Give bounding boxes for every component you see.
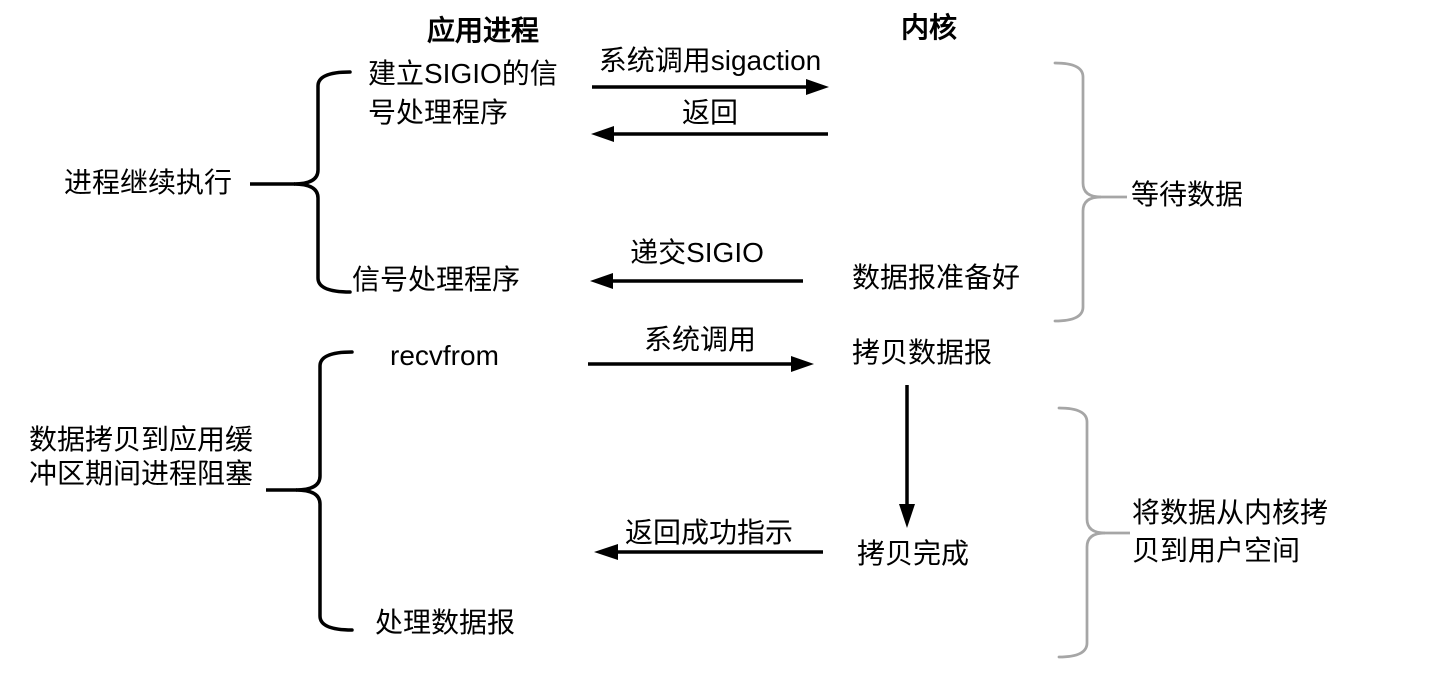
brace-kernel-copy xyxy=(1057,406,1130,659)
arrow-return-success xyxy=(594,544,823,560)
label-deliver-sigio: 递交SIGIO xyxy=(630,237,764,268)
step-setup-line2: 号处理程序 xyxy=(368,97,509,128)
step-recvfrom: recvfrom xyxy=(390,340,499,371)
arrow-deliver-sigio xyxy=(590,273,803,289)
step-setup-sigio-handler: 建立SIGIO的信 号处理程序 xyxy=(368,54,558,132)
label-return-success: 返回成功指示 xyxy=(624,517,793,548)
arrow-syscall-sigaction xyxy=(592,79,829,95)
label-datagram-ready: 数据报准备好 xyxy=(852,262,1021,293)
arrow-copy-down xyxy=(899,385,915,528)
label-syscall: 系统调用 xyxy=(643,324,756,355)
label-process-continues: 进程继续执行 xyxy=(64,167,233,198)
label-kernel-copy-line2: 贝到用户空间 xyxy=(1132,535,1301,566)
arrowhead-left-icon xyxy=(591,126,614,142)
arrowhead-down-icon xyxy=(899,504,915,528)
arrowhead-right-icon xyxy=(806,79,829,95)
brace-wait-data xyxy=(1053,61,1127,323)
arrowhead-left-icon xyxy=(590,273,613,289)
arrow-sigaction-return xyxy=(591,126,828,142)
label-wait-data: 等待数据 xyxy=(1131,179,1244,210)
label-copy-datagram: 拷贝数据报 xyxy=(852,337,993,368)
label-blocked-line1: 数据拷贝到应用缓 xyxy=(29,424,254,455)
step-signal-handler: 信号处理程序 xyxy=(352,264,521,295)
arrowhead-left-icon xyxy=(594,544,618,560)
label-kernel-copy-line1: 将数据从内核拷 xyxy=(1132,497,1329,528)
label-syscall-sigaction: 系统调用sigaction xyxy=(598,45,822,76)
arrow-syscall-recvfrom xyxy=(588,356,814,372)
label-blocked-during-copy: 数据拷贝到应用缓 冲区期间进程阻塞 xyxy=(29,423,253,491)
label-blocked-line2: 冲区期间进程阻塞 xyxy=(29,458,254,489)
step-setup-line1: 建立SIGIO的信 xyxy=(368,58,558,89)
brace-process-continues xyxy=(250,70,352,294)
brace-blocked-during-copy xyxy=(266,350,354,632)
arrowhead-right-icon xyxy=(791,356,814,372)
column-header-kernel: 内核 xyxy=(901,12,958,43)
label-return: 返回 xyxy=(681,97,738,128)
column-header-application: 应用进程 xyxy=(427,15,540,46)
label-kernel-copy: 将数据从内核拷 贝到用户空间 xyxy=(1132,494,1328,570)
label-copy-complete: 拷贝完成 xyxy=(857,538,970,569)
step-process-datagram: 处理数据报 xyxy=(375,607,516,638)
